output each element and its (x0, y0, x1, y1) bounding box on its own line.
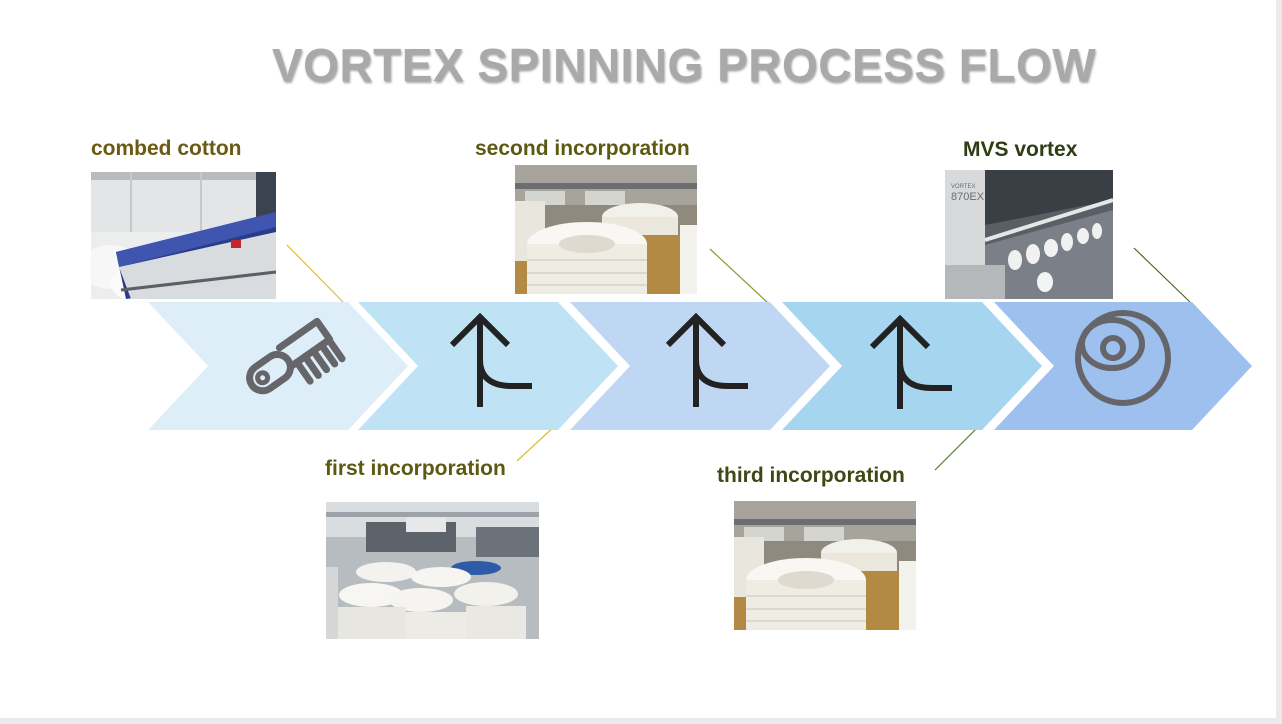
connector-second-incorporation (709, 248, 769, 304)
chevron-step-4 (782, 302, 1042, 430)
connector-combed-cotton (286, 244, 344, 303)
slide-title: VORTEX SPINNING PROCESS FLOW (272, 39, 1097, 91)
chevron-step-1 (148, 302, 408, 430)
photo-third-incorporation-cans (734, 501, 916, 630)
photo-mvs-vortex-machine: VORTEX 870EX (945, 170, 1113, 299)
machine-badge-model: 870EX (951, 191, 985, 203)
merge-arrow-icon (869, 314, 952, 409)
step-label-third-incorporation: third incorporation (717, 464, 905, 487)
connector-first-incorporation (516, 423, 558, 462)
photo-first-incorporation-cans (326, 502, 539, 639)
step-label-second-incorporation: second incorporation (475, 137, 690, 160)
vortex-ball-icon (1075, 310, 1171, 406)
connector-third-incorporation (934, 423, 982, 471)
step-label-combed-cotton: combed cotton (91, 137, 242, 160)
chevron-step-3 (570, 302, 830, 430)
comb-icon (246, 317, 346, 395)
photo-combed-cotton-machine (91, 172, 276, 299)
chevron-step-2 (358, 302, 618, 430)
machine-badge-small-text: VORTEX (951, 184, 976, 190)
merge-arrow-icon (449, 312, 532, 407)
step-label-first-incorporation: first incorporation (325, 457, 506, 480)
merge-arrow-icon (665, 312, 748, 407)
connector-mvs-vortex (1133, 247, 1191, 303)
photo-second-incorporation-cans (515, 165, 697, 294)
step-label-mvs-vortex: MVS vortex (963, 138, 1078, 161)
